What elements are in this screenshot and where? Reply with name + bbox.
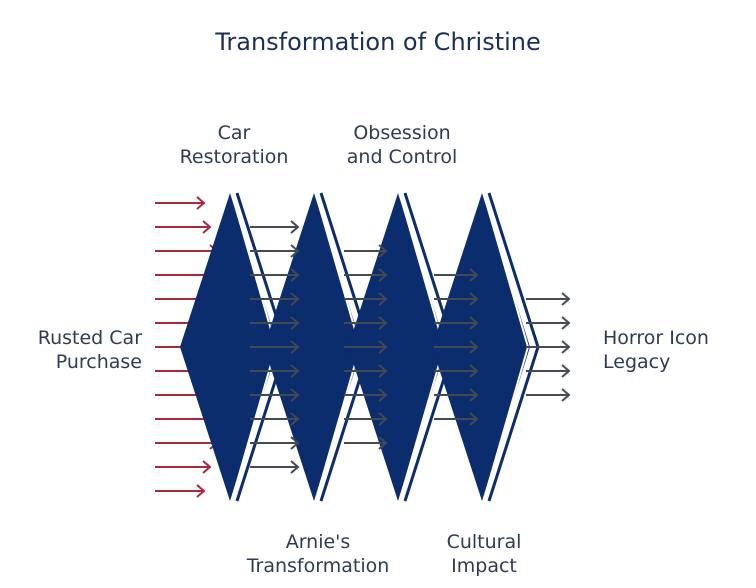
label-stage-1-line2: Restoration	[179, 146, 289, 168]
flow-arrow-2-2	[344, 268, 388, 282]
label-stage-4-line2: Impact	[451, 555, 517, 577]
input-arrow-1	[155, 196, 206, 210]
output-arrow-1	[526, 292, 571, 306]
flow-arrow-1-11	[250, 460, 300, 474]
input-arrow-12	[155, 460, 212, 474]
label-input-line1: Rusted Car	[37, 327, 142, 349]
label-stage-4-line1: Cultural	[446, 531, 522, 553]
flow-arrow-1-6	[250, 340, 300, 354]
flow-arrow-1-3	[250, 268, 300, 282]
output-arrow-3	[526, 340, 571, 354]
flow-arrow-1-10	[250, 436, 300, 450]
flow-arrow-3-5	[434, 364, 479, 378]
flow-arrow-3-7	[434, 412, 479, 426]
flow-arrow-2-5	[344, 340, 388, 354]
flow-arrow-1-7	[250, 364, 300, 378]
output-arrow-4	[526, 364, 571, 378]
output-arrow-2	[526, 316, 571, 330]
flow-arrow-2-1	[344, 244, 388, 258]
label-input: Rusted Car Purchase	[20, 326, 142, 374]
label-stage-3-line2: and Control	[346, 146, 458, 168]
flow-arrow-1-2	[250, 244, 300, 258]
label-stage-4: Cultural Impact	[447, 530, 522, 578]
diagram-title: Transformation of Christine	[215, 28, 541, 56]
flow-arrow-1-4	[250, 292, 300, 306]
input-arrow-3	[155, 244, 219, 258]
flow-arrow-1-9	[250, 412, 300, 426]
output-arrow-5	[526, 388, 571, 402]
label-output-line1: Horror Icon	[603, 327, 709, 349]
flow-arrow-3-2	[434, 292, 479, 306]
flow-arrow-3-1	[434, 268, 479, 282]
flow-arrow-2-8	[344, 412, 388, 426]
flow-arrow-2-6	[344, 364, 388, 378]
flow-arrow-3-3	[434, 316, 479, 330]
label-output-line2: Legacy	[603, 351, 671, 373]
flow-arrow-1-8	[250, 388, 300, 402]
label-stage-1: Car Restoration	[180, 121, 289, 169]
input-arrow-11	[155, 436, 219, 450]
label-input-line2: Purchase	[55, 351, 142, 373]
flow-arrow-3-6	[434, 388, 479, 402]
input-arrow-13	[155, 484, 206, 498]
flow-arrow-1-5	[250, 316, 300, 330]
label-stage-2-line1: Arnie's	[285, 531, 351, 553]
label-stage-3-line1: Obsession	[353, 122, 451, 144]
flow-arrow-2-4	[344, 316, 388, 330]
label-stage-2: Arnie's Transformation	[247, 530, 390, 578]
input-arrow-2	[155, 220, 212, 234]
label-output: Horror Icon Legacy	[603, 326, 709, 374]
label-stage-2-line2: Transformation	[246, 555, 390, 577]
flow-arrow-2-9	[344, 436, 388, 450]
flow-arrow-3-4	[434, 340, 479, 354]
label-stage-1-line1: Car	[217, 122, 251, 144]
flow-arrow-1-1	[250, 220, 300, 234]
flow-arrow-2-7	[344, 388, 388, 402]
flow-arrow-2-3	[344, 292, 388, 306]
label-stage-3: Obsession and Control	[347, 121, 457, 169]
